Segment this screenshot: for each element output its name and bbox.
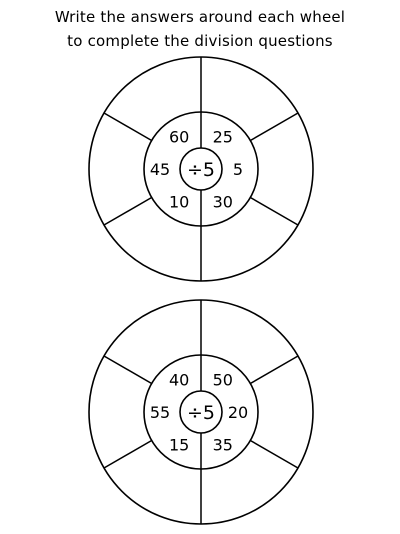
wheel-number: 25	[213, 128, 233, 147]
division-wheel-2: ÷5 40 50 20 35 15 55	[88, 299, 314, 525]
outer-spoke	[103, 112, 153, 142]
wheel-number: 10	[169, 192, 189, 211]
wheel-center-circle	[179, 147, 223, 191]
wheel-number: 60	[169, 128, 189, 147]
wheel-number: 30	[213, 192, 233, 211]
wheel-number: 40	[169, 371, 189, 390]
wheel-operation: ÷5	[187, 159, 215, 181]
outer-spoke	[249, 112, 299, 142]
outer-spoke	[249, 196, 299, 226]
wheel-number: 35	[213, 435, 233, 454]
wheel-number: 55	[150, 403, 170, 422]
wheel-number: 45	[150, 160, 170, 179]
outer-spoke	[249, 355, 299, 385]
wheel-number: 20	[228, 403, 248, 422]
instruction-line-1: Write the answers around each wheel	[54, 8, 346, 26]
wheel-number: 5	[233, 160, 243, 179]
outer-spoke	[103, 196, 153, 226]
outer-spoke	[103, 439, 153, 469]
outer-spoke	[103, 355, 153, 385]
instruction-line-2: to complete the division questions	[67, 32, 333, 50]
wheel-number: 50	[213, 371, 233, 390]
wheel-number: 15	[169, 435, 189, 454]
outer-spoke	[249, 439, 299, 469]
wheel-center-circle	[179, 390, 223, 434]
wheel-operation: ÷5	[187, 402, 215, 424]
